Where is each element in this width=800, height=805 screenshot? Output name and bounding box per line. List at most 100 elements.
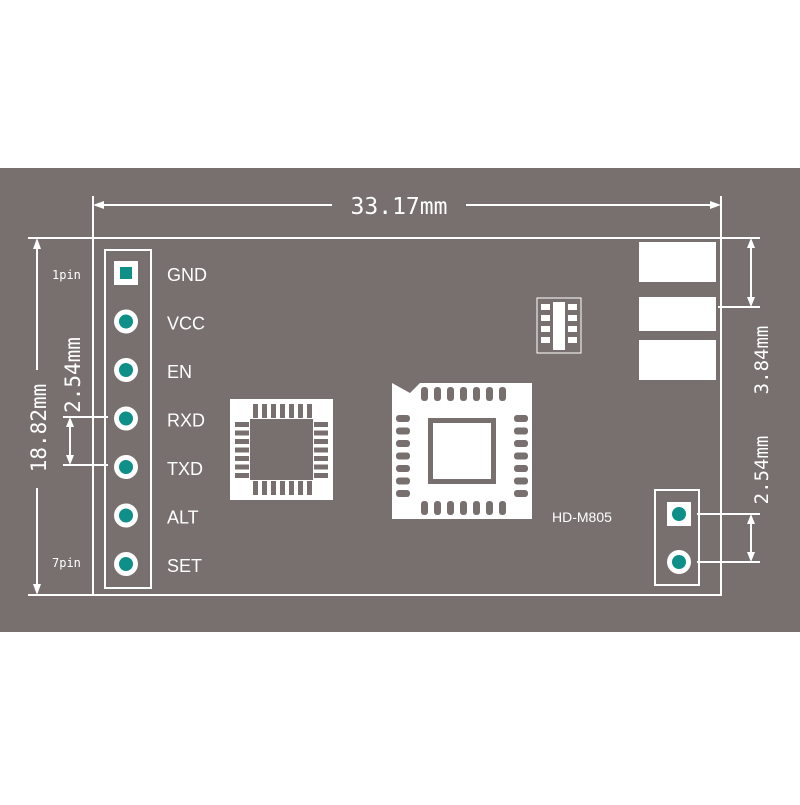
pin-label-alt: ALT xyxy=(167,508,199,528)
small-ic-center xyxy=(553,302,565,350)
qfn-left-pad-bottom xyxy=(289,481,294,495)
small-header-pads xyxy=(667,502,691,574)
small-ic-lead xyxy=(568,304,577,310)
arrow-height-bottom xyxy=(33,584,41,595)
arrow-pitch-left-bottom xyxy=(66,455,74,465)
small-ic-lead xyxy=(568,315,577,321)
pin7-marker: 7pin xyxy=(52,556,81,570)
lcc-center-pad-right xyxy=(514,440,528,447)
qfn-left-pad-left xyxy=(235,447,249,453)
qfn-left-pad-top xyxy=(307,404,312,418)
lcc-center-pad-bottom xyxy=(434,501,441,515)
lcc-center-pad-right xyxy=(514,477,528,485)
pin-label-en: EN xyxy=(167,362,192,382)
arrow-pad-top xyxy=(747,238,755,248)
lcc-center-pad-top xyxy=(421,387,428,401)
lcc-center-pad-top xyxy=(460,387,467,401)
lcc-center-pad-bottom xyxy=(499,501,506,515)
qfn-left-pad-top xyxy=(298,404,303,418)
pin-hole xyxy=(119,411,133,426)
qfn-left-pad-right xyxy=(314,422,328,427)
dim-height-label: 18.82mm xyxy=(27,384,51,473)
small-header-outline xyxy=(654,489,700,586)
qfn-left-pad-right xyxy=(314,439,328,444)
arrow-width-left xyxy=(93,201,104,209)
lcc-center-pad-left xyxy=(396,465,410,472)
small-header-pad-round-hole xyxy=(672,555,686,569)
lcc-center-pad-top xyxy=(434,387,441,401)
lcc-center-pad-top xyxy=(473,387,480,401)
lcc-center-pad-bottom xyxy=(473,501,480,515)
qfn-left-pad-right xyxy=(314,473,328,478)
antenna-pads xyxy=(639,242,716,380)
qfn-left-pad-top xyxy=(253,404,258,418)
header-outline xyxy=(104,249,152,589)
small-ic-lead xyxy=(568,337,577,343)
qfn-left-inner xyxy=(250,419,313,480)
pin-hole xyxy=(119,508,133,523)
small-ic-lead xyxy=(541,337,550,343)
qfn-left-pad-right xyxy=(314,464,328,470)
qfn-left-pad-bottom xyxy=(280,481,285,495)
qfn-left-pad-top xyxy=(289,404,294,418)
lcc-center-pad-left xyxy=(396,452,410,460)
qfn-left-pad-left xyxy=(235,456,249,461)
qfn-left-pad-top xyxy=(271,404,276,418)
dim-pad-label: 3.84mm xyxy=(751,326,773,395)
lcc-center-pad-left xyxy=(396,477,410,485)
qfn-left-pad-left xyxy=(235,430,249,436)
qfn-left-pad-right xyxy=(314,430,328,436)
qfn-left-pad-left xyxy=(235,464,249,470)
qfn-left-pad-right xyxy=(314,456,328,461)
small-ic-lead xyxy=(541,315,550,321)
qfn-left-pad-left xyxy=(235,473,249,478)
arrow-pitch-right-top xyxy=(747,514,755,524)
qfn-left-pad-left xyxy=(235,439,249,444)
pin-label-txd: TXD xyxy=(167,459,203,479)
pin-hole xyxy=(119,557,133,571)
qfn-left-footprint xyxy=(230,399,333,500)
solder-pad-1 xyxy=(639,242,716,282)
pin-hole-square xyxy=(120,267,132,279)
lcc-center-pad-left xyxy=(396,490,410,497)
dim-pitch-right-label: 2.54mm xyxy=(751,436,773,505)
dim-pitch-left-label: 2.54mm xyxy=(61,337,85,413)
solder-pad-3 xyxy=(639,340,716,380)
lcc-center-pad-right xyxy=(514,490,528,497)
lcc-center-die-pad xyxy=(433,423,491,479)
lcc-center-corner-notch xyxy=(392,383,420,393)
lcc-center-pad-right xyxy=(514,427,528,435)
dim-width-label: 33.17mm xyxy=(351,194,448,220)
qfn-left-pad-bottom xyxy=(298,481,303,495)
qfn-left-pad-right xyxy=(314,447,328,453)
lcc-center-footprint xyxy=(392,383,532,519)
lcc-center-pad-right xyxy=(514,465,528,472)
lcc-center-pad-bottom xyxy=(421,501,428,515)
lcc-center-pad-left xyxy=(396,415,410,422)
lcc-center-pad-bottom xyxy=(447,501,454,515)
model-label: HD-M805 xyxy=(552,509,612,525)
lcc-center-pad-right xyxy=(514,415,528,422)
qfn-left-pad-bottom xyxy=(262,481,267,495)
arrow-pad-bottom xyxy=(747,297,755,307)
lcc-center-pad-bottom xyxy=(486,501,493,515)
pin-label-gnd: GND xyxy=(167,265,207,285)
qfn-left-pad-bottom xyxy=(253,481,258,495)
arrow-width-right xyxy=(710,201,721,209)
small-ic-footprint xyxy=(536,297,582,354)
qfn-left-pad-bottom xyxy=(307,481,312,495)
pin-hole xyxy=(119,314,133,329)
arrow-pitch-left-top xyxy=(66,417,74,427)
lcc-center-pad-right xyxy=(514,452,528,460)
lcc-center-pad-top xyxy=(447,387,454,401)
qfn-left-pad-top xyxy=(262,404,267,418)
lcc-center-pad-bottom xyxy=(460,501,467,515)
small-ic-body xyxy=(536,297,582,354)
pin-hole xyxy=(119,363,133,377)
lcc-center-pad-top xyxy=(486,387,493,401)
lcc-center-pad-left xyxy=(396,427,410,435)
qfn-left-pad-top xyxy=(280,404,285,418)
lcc-center-pad-top xyxy=(499,387,506,401)
